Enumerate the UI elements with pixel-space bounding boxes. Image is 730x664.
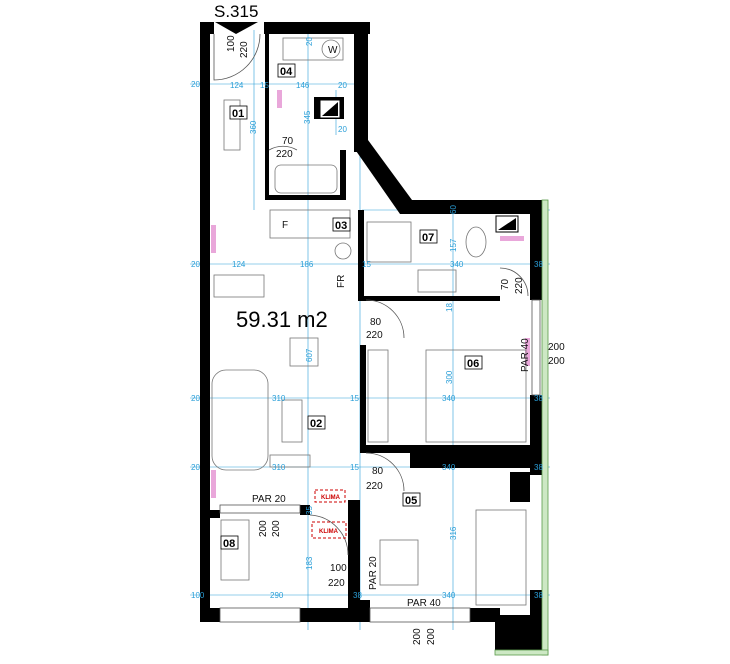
walls [200,22,542,650]
entry-door-height: 220 [239,41,250,58]
svg-text:157: 157 [449,238,458,252]
bath-door-height: 220 [276,149,293,160]
svg-text:607: 607 [305,348,314,362]
room08-window-width: 200 [258,520,269,537]
room-01: 01 [232,108,244,120]
room06-window-height: 200 [548,356,565,367]
svg-text:20: 20 [191,394,200,403]
svg-text:340: 340 [442,394,456,403]
svg-text:340: 340 [450,260,464,269]
svg-text:316: 316 [449,526,458,540]
balcony-door-height: 220 [328,578,345,589]
opening-labels: 100 220 70 220 80 220 80 220 70 220 100 … [226,35,565,645]
balcony-rail [494,199,549,656]
unit-area: 59.31 m2 [236,307,328,332]
par40-label-a: PAR 40 [520,338,531,372]
living-door-height: 220 [366,330,383,341]
svg-text:310: 310 [272,394,286,403]
room-labels: 01 04 03 07 06 02 05 08 [220,63,483,550]
room-08: 08 [223,538,235,550]
bath-door-width: 70 [282,136,294,147]
svg-text:20: 20 [338,125,347,134]
room05-door-height: 220 [366,481,383,492]
radiators [211,90,530,498]
svg-text:300: 300 [445,370,454,384]
svg-text:100: 100 [191,591,205,600]
fridge2-label: FR [336,275,347,288]
windows [219,299,541,623]
svg-text:18: 18 [445,303,454,312]
dimension-values: 20 124 15 146 20 20 360 345 20 20 124 18… [191,37,543,600]
klima-label-a: KLIMA [321,495,341,501]
svg-text:38: 38 [534,260,543,269]
doors [213,33,529,556]
room-07: 07 [422,232,434,244]
par40-label-b: PAR 40 [407,598,441,609]
svg-text:340: 340 [442,591,456,600]
svg-text:183: 183 [305,556,314,570]
entrance-arrow-icon [215,22,258,34]
room-04: 04 [280,66,293,78]
svg-text:20: 20 [191,260,200,269]
room05-window-height: 200 [426,628,437,645]
svg-text:124: 124 [230,81,244,90]
svg-text:20: 20 [305,37,314,46]
room05-door-width: 80 [372,466,384,477]
furniture [211,37,527,606]
room-05: 05 [405,495,417,507]
svg-text:60: 60 [449,205,458,214]
svg-text:38: 38 [534,463,543,472]
par20-label-b: PAR 20 [368,556,379,590]
entry-door-width: 100 [226,35,237,52]
klima-label-b: KLIMA [319,529,339,535]
room-06: 06 [467,358,479,370]
room08-window-height: 200 [271,520,282,537]
svg-text:20: 20 [338,81,347,90]
ac-units: KLIMA KLIMA [311,489,347,539]
svg-text:38: 38 [534,591,543,600]
svg-text:38: 38 [534,394,543,403]
svg-text:340: 340 [442,463,456,472]
svg-text:15: 15 [362,260,371,269]
svg-text:310: 310 [272,463,286,472]
svg-text:146: 146 [296,81,310,90]
svg-text:345: 345 [303,110,312,124]
room06-window-width: 200 [548,342,565,353]
wc-door-width: 70 [500,278,511,290]
svg-text:15: 15 [350,463,359,472]
unit-title: S.315 [214,2,258,21]
living-door-width: 80 [370,317,382,328]
svg-text:290: 290 [270,591,284,600]
svg-text:20: 20 [191,463,200,472]
room05-window-width: 200 [412,628,423,645]
room-02: 02 [310,418,322,430]
par20-label-a: PAR 20 [252,494,286,505]
svg-text:38: 38 [353,591,362,600]
wc-door-height: 220 [514,277,525,294]
svg-text:124: 124 [232,260,246,269]
balcony-door-width: 100 [330,563,347,574]
svg-text:35: 35 [305,506,314,515]
svg-text:360: 360 [249,120,258,134]
svg-text:15: 15 [260,81,269,90]
fridge-label: F [282,220,288,231]
svg-text:186: 186 [300,260,314,269]
washer-label: W [328,45,338,56]
svg-text:20: 20 [191,80,200,89]
svg-text:15: 15 [350,394,359,403]
duct-icon [319,99,519,233]
room-03: 03 [335,220,347,232]
